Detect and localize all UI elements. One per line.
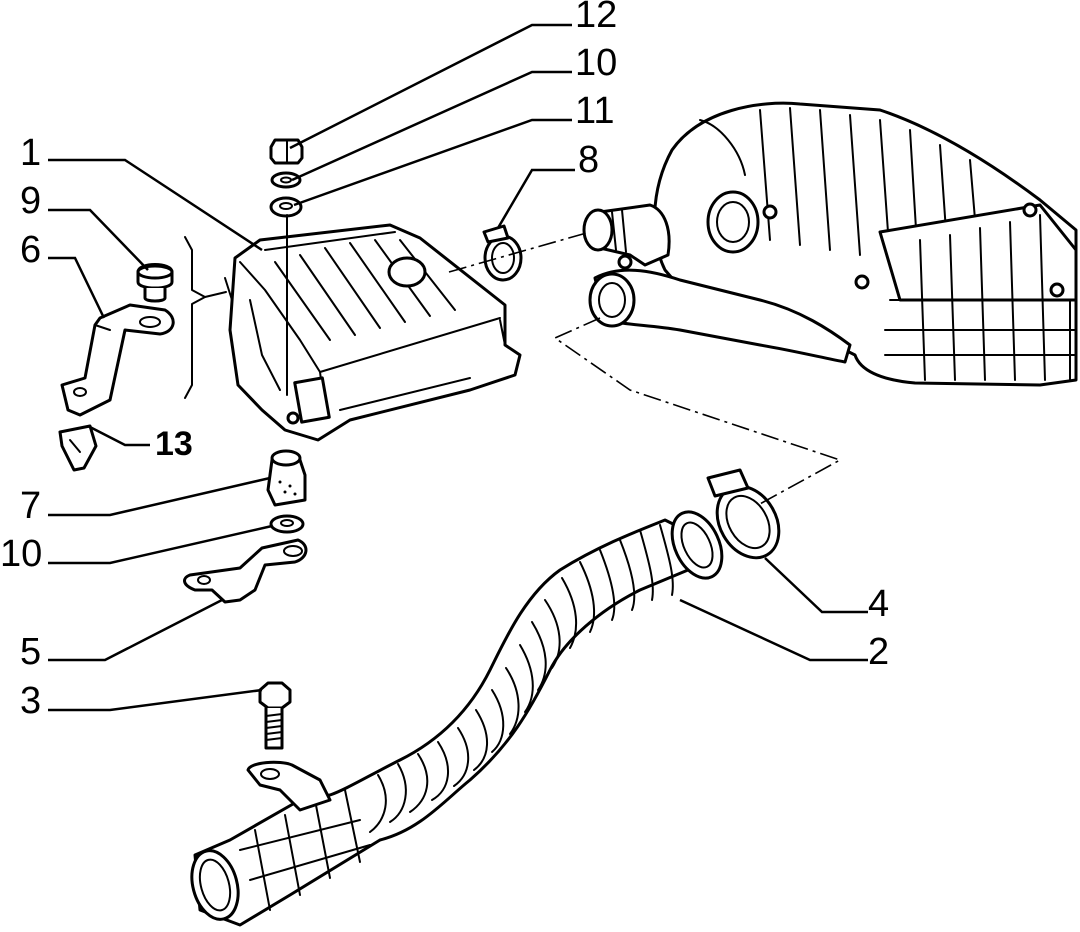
leader-6 bbox=[48, 256, 106, 319]
callout-11: 11 bbox=[575, 90, 614, 132]
callout-7: 7 bbox=[20, 485, 41, 527]
hose-clamp-8 bbox=[482, 224, 523, 282]
callout-6: 6 bbox=[20, 229, 41, 271]
callout-4: 4 bbox=[868, 583, 889, 625]
intake-duct-2 bbox=[190, 510, 724, 927]
group-brace bbox=[184, 236, 206, 399]
callout-12: 12 bbox=[575, 0, 617, 36]
clip-13 bbox=[58, 424, 98, 472]
callout-2: 2 bbox=[868, 631, 889, 673]
leader-5 bbox=[48, 598, 223, 662]
leader-8 bbox=[496, 168, 575, 229]
callout-9: 9 bbox=[20, 180, 41, 222]
callout-3: 3 bbox=[20, 680, 41, 722]
leader-11 bbox=[293, 118, 572, 207]
centerline-clamp4 bbox=[553, 317, 842, 506]
leader-1 bbox=[48, 158, 263, 252]
bolt-3 bbox=[258, 681, 292, 750]
leader-10a bbox=[291, 70, 572, 182]
leader-7 bbox=[48, 476, 271, 517]
callout-13: 13 bbox=[155, 425, 193, 463]
lock-washer-10-top bbox=[270, 171, 302, 189]
callout-10-top: 10 bbox=[575, 42, 617, 84]
callout-1: 1 bbox=[20, 132, 41, 174]
leader-10b bbox=[48, 524, 273, 565]
rubber-mount-7 bbox=[266, 449, 307, 507]
hose-clamp-4 bbox=[706, 468, 781, 560]
callout-8: 8 bbox=[578, 139, 599, 181]
washer-11 bbox=[269, 196, 303, 218]
leader-9 bbox=[48, 208, 149, 271]
washer-10-bottom bbox=[269, 514, 305, 534]
leader-12 bbox=[289, 23, 572, 150]
callout-10-bottom: 10 bbox=[0, 533, 42, 575]
rubber-grommet-9 bbox=[136, 263, 174, 303]
leader-2 bbox=[679, 598, 868, 662]
intake-manifold-assembly bbox=[582, 101, 1078, 387]
bracket-5 bbox=[183, 538, 308, 604]
brace-pointer bbox=[204, 291, 227, 298]
leader-3 bbox=[48, 688, 263, 712]
callout-5: 5 bbox=[20, 631, 41, 673]
centerline-clamp8 bbox=[448, 231, 591, 273]
bracket-6 bbox=[60, 303, 175, 417]
leader-13 bbox=[87, 424, 150, 447]
air-filter-housing bbox=[224, 223, 522, 442]
leader-4 bbox=[764, 557, 868, 614]
